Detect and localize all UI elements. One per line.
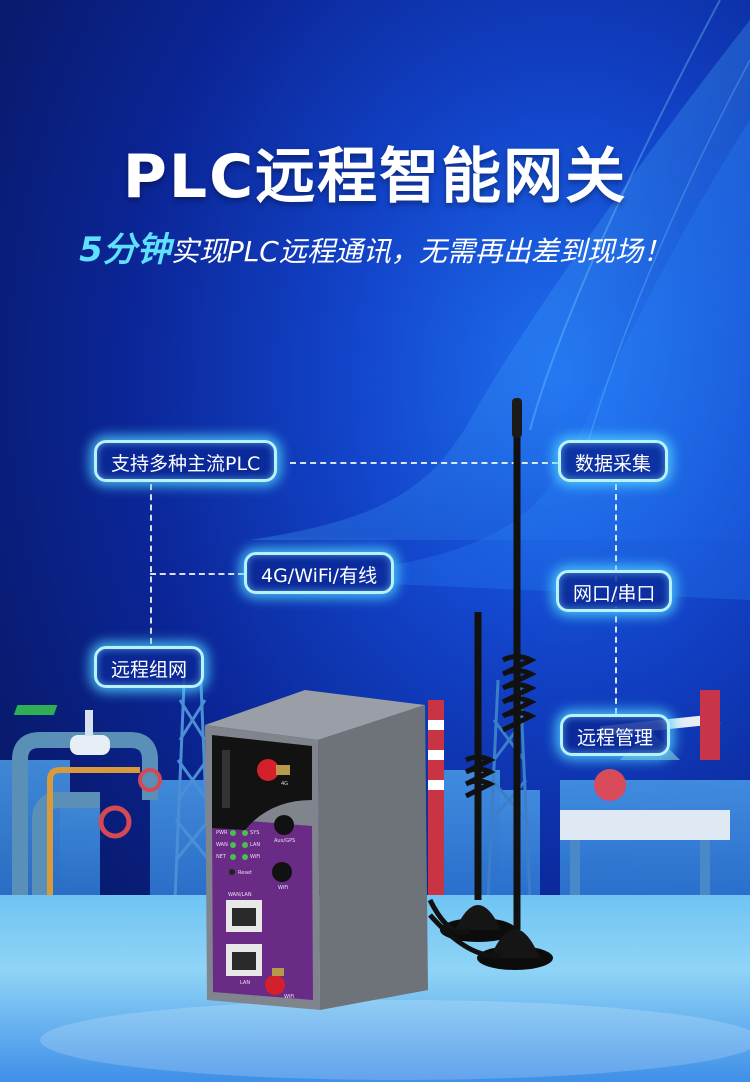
subtitle-text: 实现PLC远程通讯，无需再出差到现场！ — [170, 235, 671, 268]
connector-line-left — [150, 484, 152, 644]
page-subtitle: 5分钟实现PLC远程通讯，无需再出差到现场！ — [0, 222, 750, 271]
connector-line-left-mid — [150, 573, 244, 575]
feature-connectivity: 4G/WiFi/有线 — [244, 552, 395, 594]
feature-data-collection: 数据采集 — [558, 440, 669, 482]
feature-management: 远程管理 — [560, 714, 671, 756]
feature-ports: 网口/串口 — [556, 570, 673, 612]
page-title: PLC远程智能网关 — [122, 142, 628, 212]
subtitle-highlight: 5分钟 — [79, 230, 171, 270]
feature-plc-support: 支持多种主流PLC — [94, 440, 278, 482]
connector-line-top — [290, 462, 558, 464]
feature-networking: 远程组网 — [94, 646, 205, 688]
